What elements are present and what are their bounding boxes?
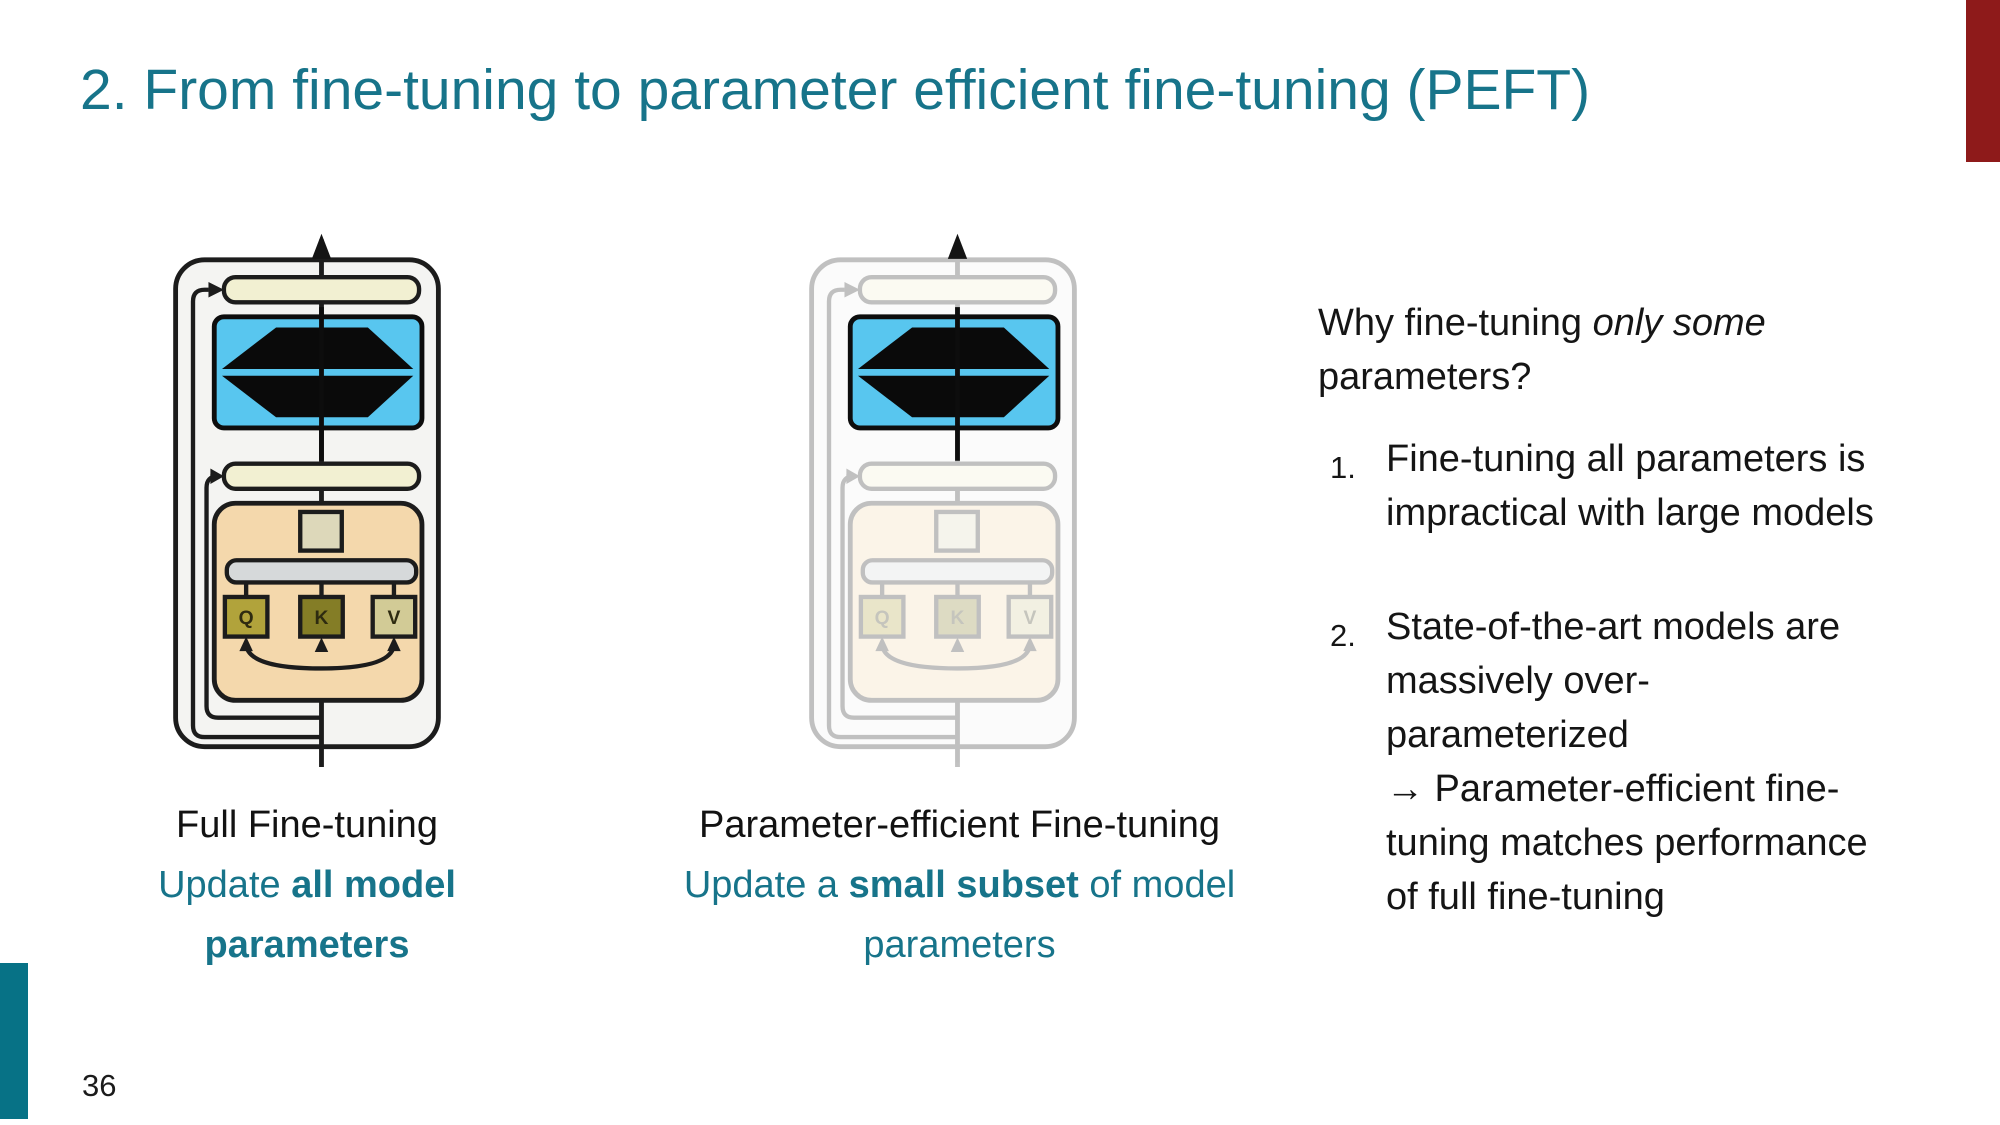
output-arrowhead: [947, 233, 968, 259]
attention-block: [847, 500, 1061, 703]
reason-item-2: 2. State-of-the-art models are massively…: [1330, 600, 1868, 924]
q-label: Q: [239, 608, 254, 629]
why-heading-line1: Why fine-tuning only some: [1318, 302, 1766, 344]
full-finetuning-caption: Full Fine-tuning Update all model parame…: [102, 795, 512, 975]
layernorm-bar-top: [857, 275, 1058, 305]
attention-output-box: [298, 509, 344, 553]
full-caption-line1: Update all model: [158, 864, 456, 906]
why-heading-line2: parameters?: [1318, 356, 1532, 398]
slide-title: 2. From fine-tuning to parameter efficie…: [80, 58, 1591, 122]
q-box: [858, 594, 906, 639]
v-label: V: [1024, 608, 1037, 629]
v-box: [370, 594, 418, 639]
full-caption-line2: parameters: [204, 924, 410, 966]
residual-loop-outer: [190, 287, 322, 740]
q-arrowhead: [239, 636, 253, 652]
peft-caption: Parameter-efficient Fine-tuning Update a…: [637, 795, 1282, 975]
qkv-curve-left: [879, 643, 958, 671]
peft-diagram: Q K V: [798, 226, 1088, 767]
peft-caption-line2: parameters: [863, 924, 1056, 966]
full-finetuning-diagram: Q K V: [162, 226, 452, 767]
k-arrowhead: [314, 637, 329, 653]
v-arrowhead: [387, 636, 401, 652]
residual-arrowhead-mid: [846, 468, 860, 484]
residual-arrowhead-mid: [210, 468, 224, 484]
layernorm-bar-top: [221, 275, 422, 305]
k-label: K: [951, 608, 965, 629]
layernorm-bar-mid: [221, 461, 422, 491]
reason-1-text: Fine-tuning all parameters is impractica…: [1386, 438, 1874, 534]
output-arrowhead: [311, 233, 332, 259]
v-box: [1006, 594, 1054, 639]
ffn-expand-shape: [221, 327, 414, 369]
corner-accent-bar: [1966, 0, 2000, 162]
reason-2-text: State-of-the-art models are massively ov…: [1386, 606, 1868, 918]
k-box: [934, 594, 981, 639]
attention-output-box: [934, 509, 980, 553]
residual-loop-inner: [840, 474, 958, 720]
v-label: V: [388, 608, 401, 629]
k-box: [298, 594, 345, 639]
v-arrowhead: [1023, 636, 1037, 652]
why-heading: Why fine-tuning only some parameters?: [1318, 296, 1918, 404]
reason-1-number: 1.: [1330, 450, 1356, 485]
sidebar-accent-bar: [0, 963, 28, 1119]
q-label: Q: [875, 608, 890, 629]
attention-concat-bar: [224, 558, 419, 585]
layernorm-bar-mid: [857, 461, 1058, 491]
qkv-curve-right: [957, 643, 1033, 671]
residual-loop-outer: [826, 287, 958, 740]
attention-concat-bar: [860, 558, 1055, 585]
reason-item-1: 1. Fine-tuning all parameters is impract…: [1330, 432, 1874, 540]
full-caption-title: Full Fine-tuning: [176, 804, 438, 846]
peft-caption-line1: Update a small subset of model: [683, 864, 1236, 906]
page-number: 36: [82, 1068, 117, 1103]
reason-2-number: 2.: [1330, 618, 1356, 653]
residual-arrowhead-top: [844, 282, 860, 298]
ffn-contract-shape: [857, 375, 1050, 418]
ffn-contract-shape: [221, 375, 414, 418]
residual-arrowhead-top: [208, 282, 224, 298]
ffn-expand-shape: [857, 327, 1050, 369]
q-arrowhead: [875, 636, 889, 652]
k-label: K: [315, 608, 329, 629]
peft-caption-title: Parameter-efficient Fine-tuning: [699, 804, 1220, 846]
k-arrowhead: [950, 637, 965, 653]
